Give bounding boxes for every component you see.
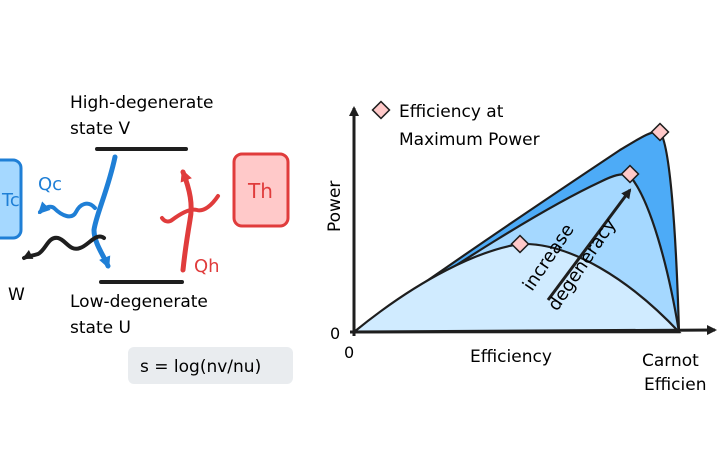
- formula-box: [128, 347, 293, 384]
- work-label: W: [8, 285, 25, 305]
- origin-y-label: 0: [330, 324, 340, 343]
- legend-label-line2: Maximum Power: [399, 130, 540, 150]
- legend-marker: [371, 100, 391, 120]
- x-axis: [349, 325, 717, 336]
- qh-heat-arrow: [160, 194, 220, 224]
- work-arrow: [22, 234, 106, 260]
- qh-label: Qh: [194, 256, 220, 277]
- legend-label-line1: Efficiency at: [399, 102, 504, 122]
- qc-heat-arrow: [37, 201, 97, 219]
- x-end-label-line1: Carnot: [642, 351, 699, 371]
- degeneracy-arrow: [546, 188, 632, 301]
- hot-reservoir: [232, 152, 290, 228]
- qc-label: Qc: [38, 174, 62, 195]
- decay-arrow: [91, 154, 118, 269]
- origin-x-label: 0: [344, 343, 354, 362]
- low-state-label-line2: state U: [70, 318, 131, 338]
- y-axis-label: Power: [325, 181, 345, 232]
- high-state-label-line1: High-degenerate: [70, 93, 213, 113]
- cold-reservoir: [0, 158, 23, 240]
- high-state-label-line2: state V: [70, 119, 130, 139]
- power-efficiency-chart: increase degeneracy Power 0 0 Efficiency…: [325, 100, 717, 395]
- formula-text: s = log(nv/nu): [140, 357, 261, 377]
- x-end-label-line2: Efficien: [644, 375, 706, 395]
- cold-reservoir-label: Tc: [1, 190, 20, 211]
- engine-diagram: High-degenerate state V Low-degenerate s…: [0, 93, 293, 384]
- low-state-label-line1: Low-degenerate: [70, 292, 208, 312]
- excitation-arrow: [180, 169, 194, 273]
- x-axis-label: Efficiency: [470, 347, 552, 367]
- max-power-marker-low: [510, 234, 530, 254]
- max-power-marker-high: [650, 122, 670, 142]
- max-power-marker-medium: [620, 164, 640, 184]
- hot-reservoir-label: Th: [247, 179, 273, 203]
